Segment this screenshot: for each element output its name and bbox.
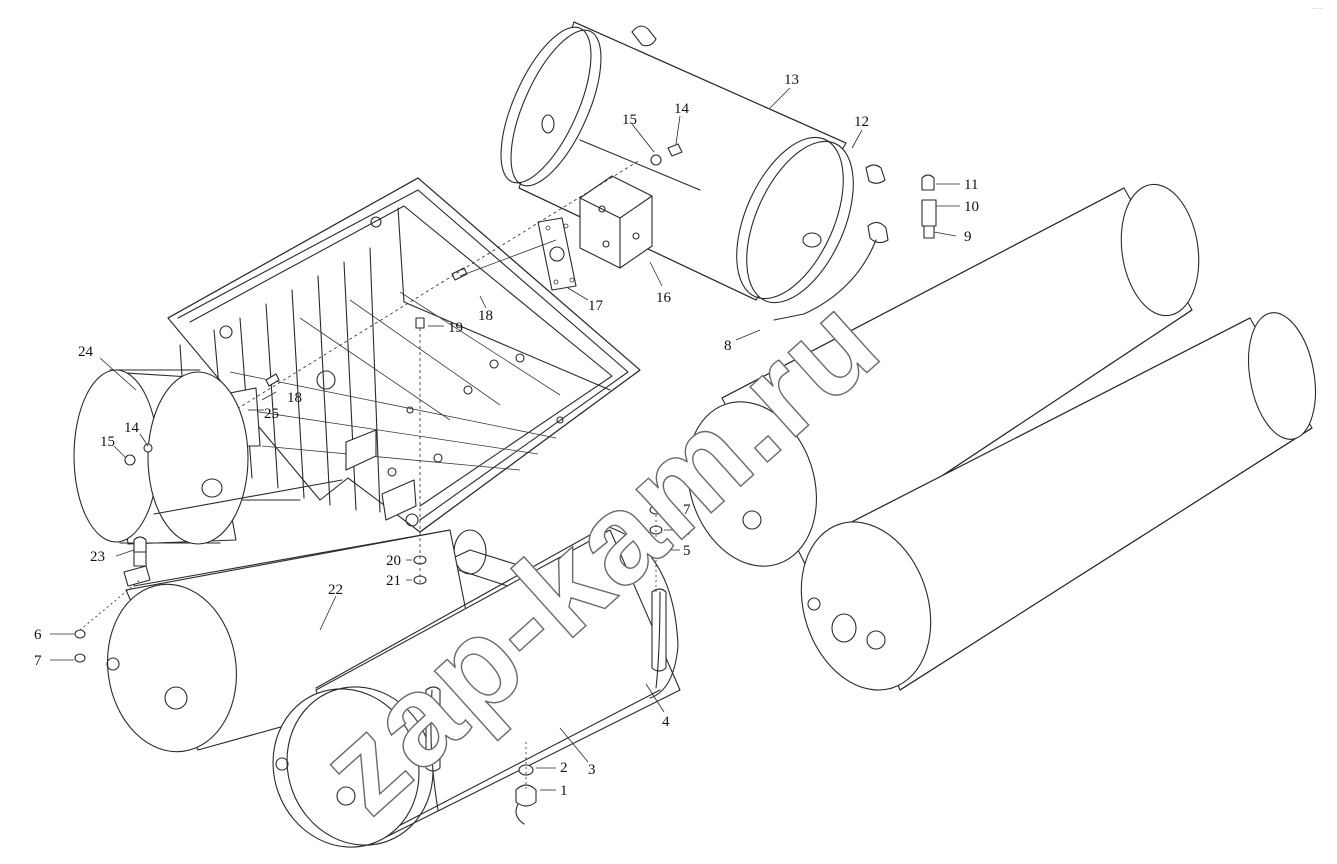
callout-17: 17 <box>588 298 604 314</box>
callout-14-top: 14 <box>674 101 690 117</box>
callout-15-left: 15 <box>100 434 115 450</box>
callout-21: 21 <box>386 573 401 589</box>
callout-18-top: 18 <box>478 308 493 324</box>
callout-15-top: 15 <box>622 112 637 128</box>
corner-mark: ··· ··· <box>1312 6 1324 12</box>
callout-25: 25 <box>264 406 279 422</box>
callout-22: 22 <box>328 582 343 598</box>
hardware <box>74 143 937 663</box>
callout-19: 19 <box>448 320 463 336</box>
tank-3 <box>272 525 681 848</box>
callout-13: 13 <box>784 72 799 88</box>
callout-3: 3 <box>588 762 596 778</box>
callout-14-left: 14 <box>124 420 140 436</box>
callout-2: 2 <box>560 760 568 776</box>
leader-lines <box>50 87 960 791</box>
bracket-16 <box>579 139 701 269</box>
callout-24: 24 <box>78 344 94 360</box>
callout-10: 10 <box>964 199 979 215</box>
tank-24 <box>73 369 343 545</box>
tank-right-bottom <box>800 312 1316 691</box>
tank-13 <box>500 21 889 321</box>
callout-12: 12 <box>854 114 869 130</box>
callout-7-left: 7 <box>34 653 42 669</box>
callout-1: 1 <box>560 783 568 799</box>
callout-23: 23 <box>90 549 105 565</box>
callout-6-center: 6 <box>683 523 691 539</box>
callout-16: 16 <box>656 290 672 306</box>
plate-17 <box>537 217 577 291</box>
callout-8: 8 <box>724 338 732 354</box>
callout-4: 4 <box>662 714 670 730</box>
callout-9: 9 <box>964 229 972 245</box>
callout-11: 11 <box>964 177 978 193</box>
callout-20: 20 <box>386 553 401 569</box>
tank-8 <box>687 183 1200 567</box>
callout-5: 5 <box>683 543 691 559</box>
callout-18-left: 18 <box>287 390 302 406</box>
callout-6-left: 6 <box>34 627 42 643</box>
callout-7-center: 7 <box>683 502 691 518</box>
callouts: 1 2 3 4 5 6 7 6 7 8 9 10 11 12 13 14 15 … <box>34 72 979 799</box>
